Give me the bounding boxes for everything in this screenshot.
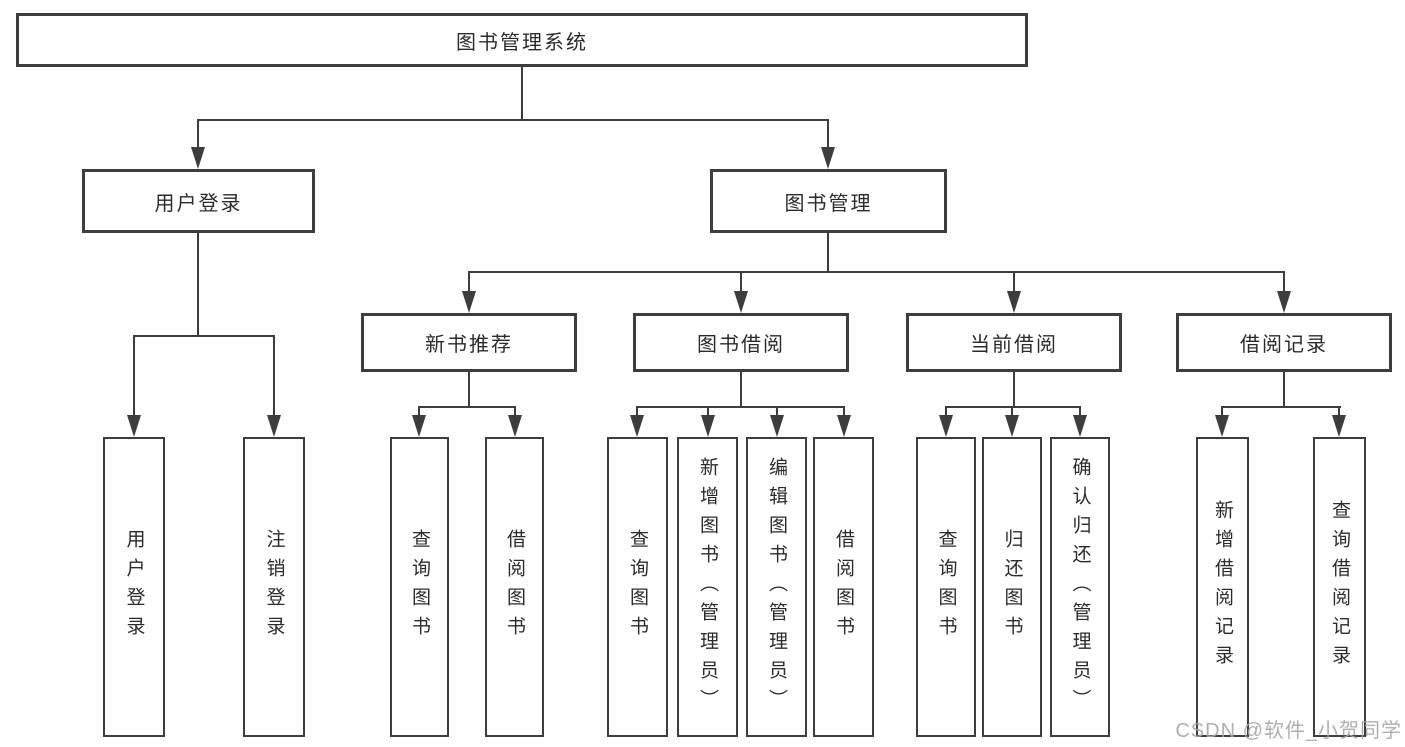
connector-line (1011, 406, 1013, 417)
connector-arrow-down (939, 415, 953, 437)
node-label: 图书管理系统 (456, 31, 588, 54)
connector-arrow-down (462, 291, 476, 313)
connector-line (468, 271, 1285, 273)
connector-line (273, 335, 275, 417)
node-label: 图书借阅 (697, 334, 785, 356)
connector-line (1283, 372, 1285, 407)
connector-line (514, 406, 516, 417)
connector-arrow-down (1332, 415, 1346, 437)
node-label: 图书管理 (784, 192, 873, 215)
connector-arrow-down (630, 415, 644, 437)
connector-line (197, 119, 199, 149)
connector-line (468, 271, 470, 293)
leaf-borrow-query-books: 查询图书 (607, 437, 668, 737)
connector-line (418, 406, 516, 408)
node-book-borrow: 图书借阅 (633, 313, 849, 372)
connector-line (521, 67, 523, 120)
connector-arrow-down (1007, 291, 1021, 313)
leaf-label: 确认归还（管理员） (1069, 456, 1091, 718)
leaf-records-add-record: 新增借阅记录 (1196, 437, 1249, 737)
leaf-logout: 注销登录 (243, 437, 305, 737)
node-current-borrow: 当前借阅 (906, 313, 1122, 372)
connector-line (1221, 406, 1223, 417)
connector-line (740, 271, 742, 293)
node-new-book-recommend: 新书推荐 (361, 313, 577, 372)
leaf-borrow-borrow-books: 借阅图书 (813, 437, 874, 737)
connector-arrow-down (1277, 291, 1291, 313)
connector-arrow-down (837, 415, 851, 437)
leaf-label: 查询图书 (935, 529, 957, 645)
leaf-label: 借阅图书 (833, 529, 854, 645)
leaf-current-return-books: 归还图书 (982, 437, 1042, 737)
node-user-login: 用户登录 (82, 169, 315, 233)
connector-arrow-down (734, 291, 748, 313)
leaf-recommend-borrow-books: 借阅图书 (485, 437, 544, 737)
connector-line (827, 233, 829, 272)
leaf-label: 借阅图书 (504, 529, 525, 645)
connector-arrow-down (821, 147, 835, 169)
leaf-label: 注销登录 (263, 529, 285, 645)
node-label: 新书推荐 (425, 334, 513, 356)
connector-line (945, 406, 1081, 408)
connector-line (636, 406, 845, 408)
connector-line (945, 406, 947, 417)
connector-arrow-down (770, 415, 784, 437)
node-label: 用户登录 (154, 192, 243, 215)
connector-arrow-down (1073, 415, 1087, 437)
leaf-label: 新增图书（管理员） (697, 456, 718, 718)
leaf-label: 编辑图书（管理员） (766, 456, 787, 718)
connector-line (827, 119, 829, 149)
leaf-user-login: 用户登录 (103, 437, 165, 737)
connector-arrow-down (1005, 415, 1019, 437)
connector-line (740, 372, 742, 407)
connector-line (1013, 271, 1015, 293)
connector-line (133, 335, 135, 417)
leaf-label: 新增借阅记录 (1212, 500, 1233, 674)
connector-line (133, 335, 275, 337)
leaf-current-query-books: 查询图书 (916, 437, 976, 737)
connector-line (707, 406, 709, 417)
node-book-management: 图书管理 (710, 169, 947, 233)
connector-arrow-down (127, 415, 141, 437)
node-label: 借阅记录 (1240, 334, 1328, 356)
connector-line (197, 233, 199, 336)
connector-line (1079, 406, 1081, 417)
connector-line (418, 406, 420, 417)
connector-line (1283, 271, 1285, 293)
leaf-label: 查询图书 (627, 529, 648, 645)
connector-line (776, 406, 778, 417)
node-label: 当前借阅 (970, 334, 1058, 356)
leaf-label: 查询借阅记录 (1329, 500, 1350, 674)
connector-arrow-down (267, 415, 281, 437)
connector-arrow-down (508, 415, 522, 437)
connector-line (843, 406, 845, 417)
leaf-recommend-query-books: 查询图书 (390, 437, 449, 737)
leaf-label: 归还图书 (1001, 529, 1023, 645)
node-borrow-records: 借阅记录 (1176, 313, 1392, 372)
connector-line (1013, 372, 1015, 407)
leaf-borrow-edit-books-admin: 编辑图书（管理员） (746, 437, 807, 737)
connector-line (197, 119, 829, 121)
connector-line (468, 372, 470, 407)
connector-line (1338, 406, 1340, 417)
connector-arrow-down (701, 415, 715, 437)
connector-arrow-down (412, 415, 426, 437)
leaf-label: 查询图书 (409, 529, 430, 645)
connector-line (1221, 406, 1341, 408)
leaf-label: 用户登录 (123, 529, 145, 645)
connector-line (636, 406, 638, 417)
leaf-borrow-add-books-admin: 新增图书（管理员） (677, 437, 738, 737)
leaf-current-confirm-return-admin: 确认归还（管理员） (1050, 437, 1110, 737)
node-root: 图书管理系统 (16, 13, 1028, 67)
csdn-watermark: CSDN @软件_小贺同学 (1175, 720, 1402, 742)
connector-arrow-down (1215, 415, 1229, 437)
leaf-records-query-record: 查询借阅记录 (1313, 437, 1366, 737)
connector-arrow-down (191, 147, 205, 169)
